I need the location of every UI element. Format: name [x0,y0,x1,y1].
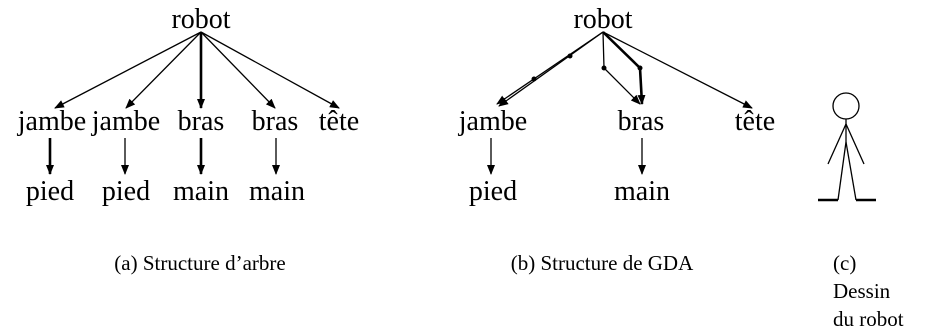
robot-head [832,92,860,120]
tree-edge-robot-tete [200,31,340,109]
dag-edge-robot-bras-a [602,31,641,105]
drawing-caption-line-2: Dessin [833,279,891,303]
tree-node-bras-1: bras [178,106,225,137]
dag-caption: (b) Structure de GDA [511,251,694,275]
tree-node-pied-1: pied [26,176,74,207]
dag-node-bras: bras [618,106,665,137]
tree-node-main-2: main [249,176,305,207]
dag-edge-robot-tete [602,31,753,109]
stick-figure-robot-icon [818,92,876,202]
drawing-caption-line-1: (c) [833,251,856,275]
dag-root-robot: robot [573,4,632,35]
tree-panel: robot jambe jambe bras bras tête pied pi… [17,4,359,275]
tree-node-pied-2: pied [102,176,150,207]
robot-drawing-panel: (c) Dessin du robot [818,92,904,331]
tree-edge-robot-bras2 [200,31,276,109]
tree-node-bras-2: bras [252,106,299,137]
tree-node-jambe-2: jambe [91,106,160,137]
tree-root-robot: robot [171,4,230,35]
dag-edge-dot [567,53,573,59]
robot-leg-left [837,141,847,201]
dag-edge-dot [637,65,643,71]
tree-node-tete: tête [319,106,359,137]
dag-node-jambe: jambe [458,106,527,137]
dag-panel: robot jambe bras tête pied main (b) Stru… [458,4,775,275]
tree-node-jambe-1: jambe [17,106,86,137]
tree-edge-robot-jambe1 [54,31,202,109]
robot-leg-right [845,141,857,201]
drawing-caption-line-3: du robot [833,307,904,331]
dag-edge-robot-jambe-b [498,31,604,107]
dag-node-main: main [614,176,670,207]
dag-node-tete: tête [735,106,775,137]
dag-node-pied: pied [469,176,517,207]
robot-arm-right [845,123,865,165]
tree-node-main-1: main [173,176,229,207]
tree-caption: (a) Structure d’arbre [114,251,285,275]
tree-edge-robot-jambe2 [125,31,202,109]
robot-arm-left [827,123,847,165]
dag-edge-robot-bras-b [602,31,646,105]
dag-edge-dot [601,65,607,71]
